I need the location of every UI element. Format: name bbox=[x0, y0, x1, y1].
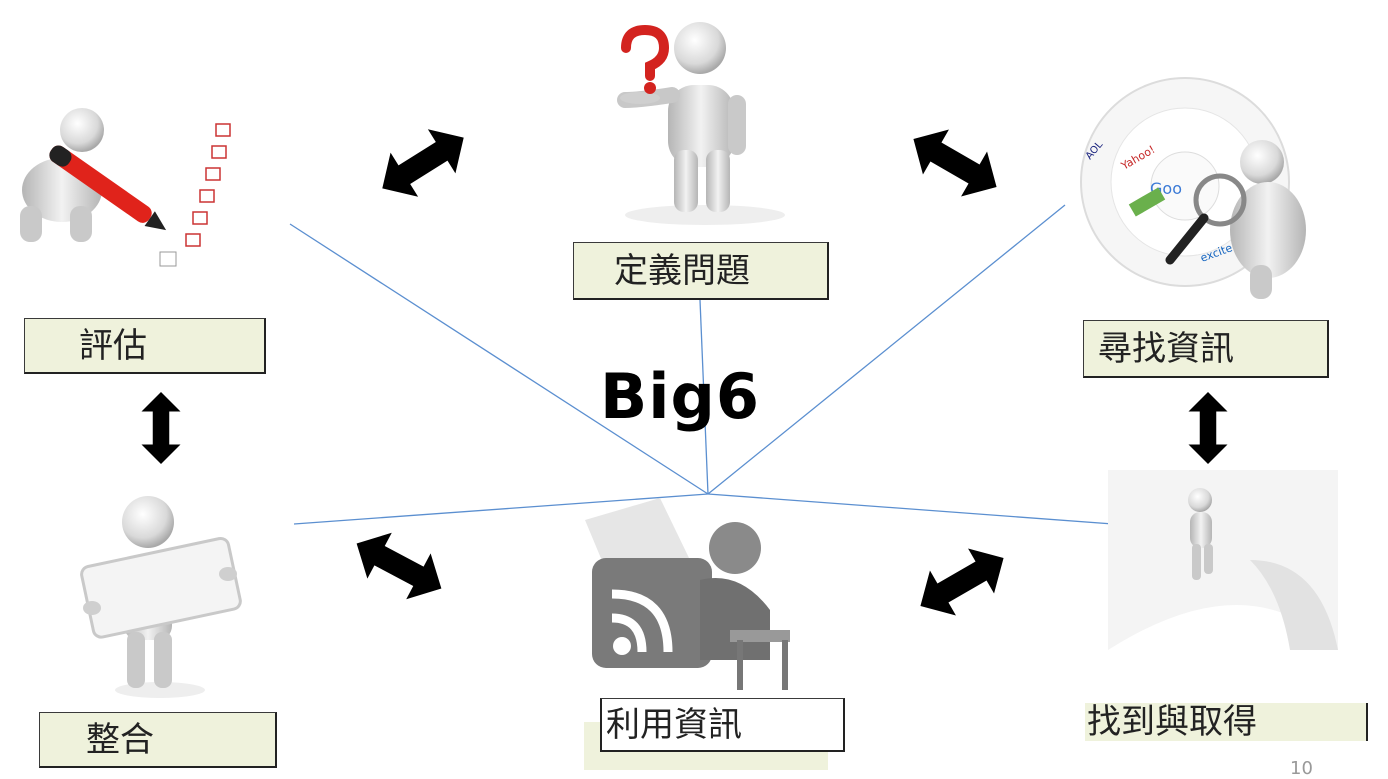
label-locate-access: 找到與取得 bbox=[1085, 703, 1368, 741]
label-evaluation: 評估 bbox=[24, 318, 266, 374]
arrow-define-seek bbox=[900, 116, 1010, 210]
figure-holding-board-icon bbox=[80, 496, 242, 698]
connector-lines bbox=[289, 204, 1141, 527]
page-number: 10 bbox=[1290, 758, 1313, 779]
diagram-title: Big6 bbox=[600, 360, 761, 433]
arrow-evaluate-define bbox=[368, 115, 478, 211]
label-use-information-text: 利用資訊 bbox=[606, 704, 742, 745]
arrow-use-locate bbox=[907, 535, 1017, 629]
arrow-evaluate-synthesize bbox=[141, 392, 181, 464]
label-define-problem-text: 定義問題 bbox=[614, 250, 750, 291]
label-seek-information: 尋找資訊 bbox=[1083, 320, 1329, 378]
figure-pen-checklist-icon bbox=[20, 108, 231, 267]
figure-question-mark-icon bbox=[617, 22, 785, 225]
figure-search-engine-wheel-icon: Goo Yahoo! AOL excite bbox=[1080, 77, 1306, 299]
label-synthesis-text: 整合 bbox=[86, 719, 154, 760]
label-define-problem: 定義問題 bbox=[573, 242, 829, 300]
label-locate-access-text: 找到與取得 bbox=[1087, 702, 1257, 742]
label-seek-information-text: 尋找資訊 bbox=[1098, 328, 1234, 369]
label-synthesis: 整合 bbox=[39, 712, 277, 768]
arrow-synthesize-use bbox=[344, 520, 454, 612]
arrow-seek-locate bbox=[1188, 392, 1228, 464]
label-use-information: 利用資訊 bbox=[600, 698, 845, 752]
figure-reading-rss-icon bbox=[585, 498, 790, 690]
figure-turning-page-icon bbox=[1108, 470, 1338, 650]
label-evaluation-text: 評估 bbox=[79, 325, 147, 366]
